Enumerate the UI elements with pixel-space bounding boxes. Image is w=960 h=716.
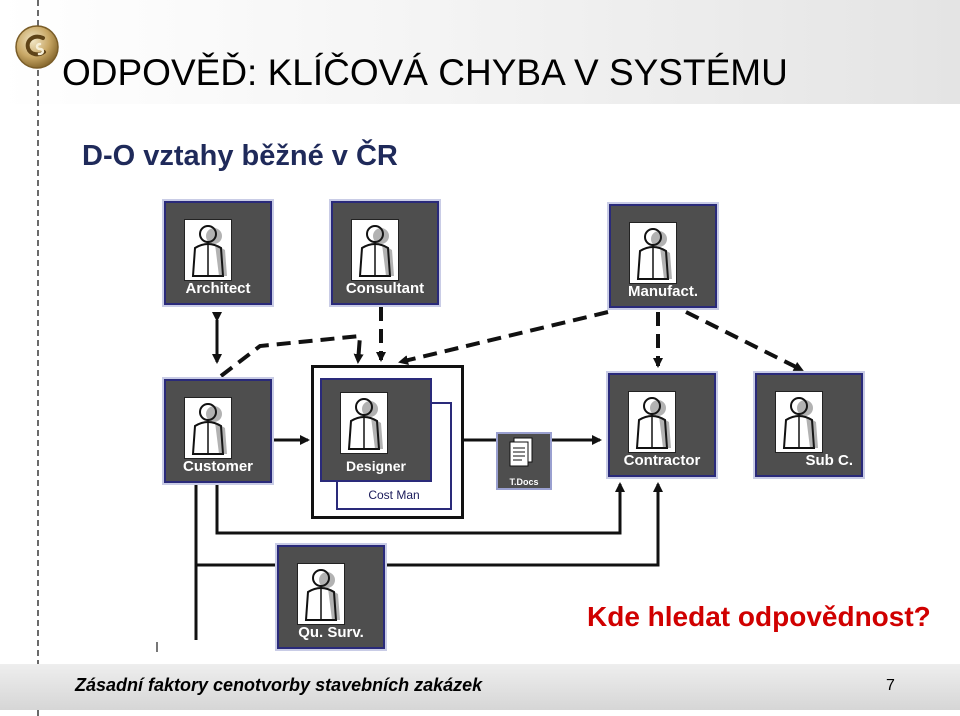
node-label: Manufact. — [627, 283, 698, 300]
person-icon — [775, 391, 823, 453]
footer-text: Zásadní faktory cenotvorby stavebních za… — [75, 675, 483, 695]
connector-customer-contractor — [194, 475, 663, 567]
node-label: Customer — [182, 458, 253, 475]
node-consultant: Consultant — [331, 201, 439, 305]
dashed-margin-line — [37, 0, 39, 716]
connector-manufacturer-subc-dashed — [685, 310, 804, 372]
page-title: ODPOVĚĎ: KLÍČOVÁ CHYBA V SYSTÉMU — [62, 52, 788, 93]
node-contractor: Contractor — [608, 373, 716, 477]
node-label: Consultant — [345, 280, 425, 297]
node-label: Cost Man — [368, 488, 420, 502]
node-manufacturer: Manufact. — [609, 204, 717, 308]
cs-logo-icon — [15, 25, 59, 69]
node-customer: Customer — [164, 379, 272, 483]
page-number: 7 — [886, 677, 895, 694]
node-architect: Architect — [164, 201, 272, 305]
node-label: T.Docs — [509, 477, 539, 487]
page-subtitle: D-O vztahy běžné v ČR — [82, 140, 398, 172]
person-icon — [297, 563, 345, 625]
person-icon — [184, 219, 232, 281]
node-tech-docs: T.Docs — [496, 432, 552, 490]
connector-architect-designer-dashed — [219, 333, 364, 378]
node-label: Qu. Surv. — [298, 624, 364, 641]
document-icon — [509, 437, 533, 467]
person-icon — [340, 392, 388, 454]
connector-customer-qusurv — [215, 475, 625, 535]
node-label: Architect — [185, 280, 251, 297]
node-label: Designer — [346, 458, 406, 474]
person-icon — [184, 397, 232, 459]
node-label: Sub C. — [805, 452, 854, 469]
node-label: Contractor — [623, 452, 701, 469]
person-icon — [629, 222, 677, 284]
person-icon — [351, 219, 399, 281]
person-icon — [628, 391, 676, 453]
connector-manufacturer-designer-dashed — [398, 310, 609, 365]
node-sub-contractor: Sub C. — [755, 373, 863, 477]
node-designer: Designer — [320, 378, 432, 482]
node-quantity-surveyor: Qu. Surv. — [277, 545, 385, 649]
header-band — [0, 0, 960, 104]
question-text: Kde hledat odpovědnost? — [587, 601, 931, 632]
small-mark — [156, 642, 158, 652]
footer-bar — [0, 664, 960, 710]
